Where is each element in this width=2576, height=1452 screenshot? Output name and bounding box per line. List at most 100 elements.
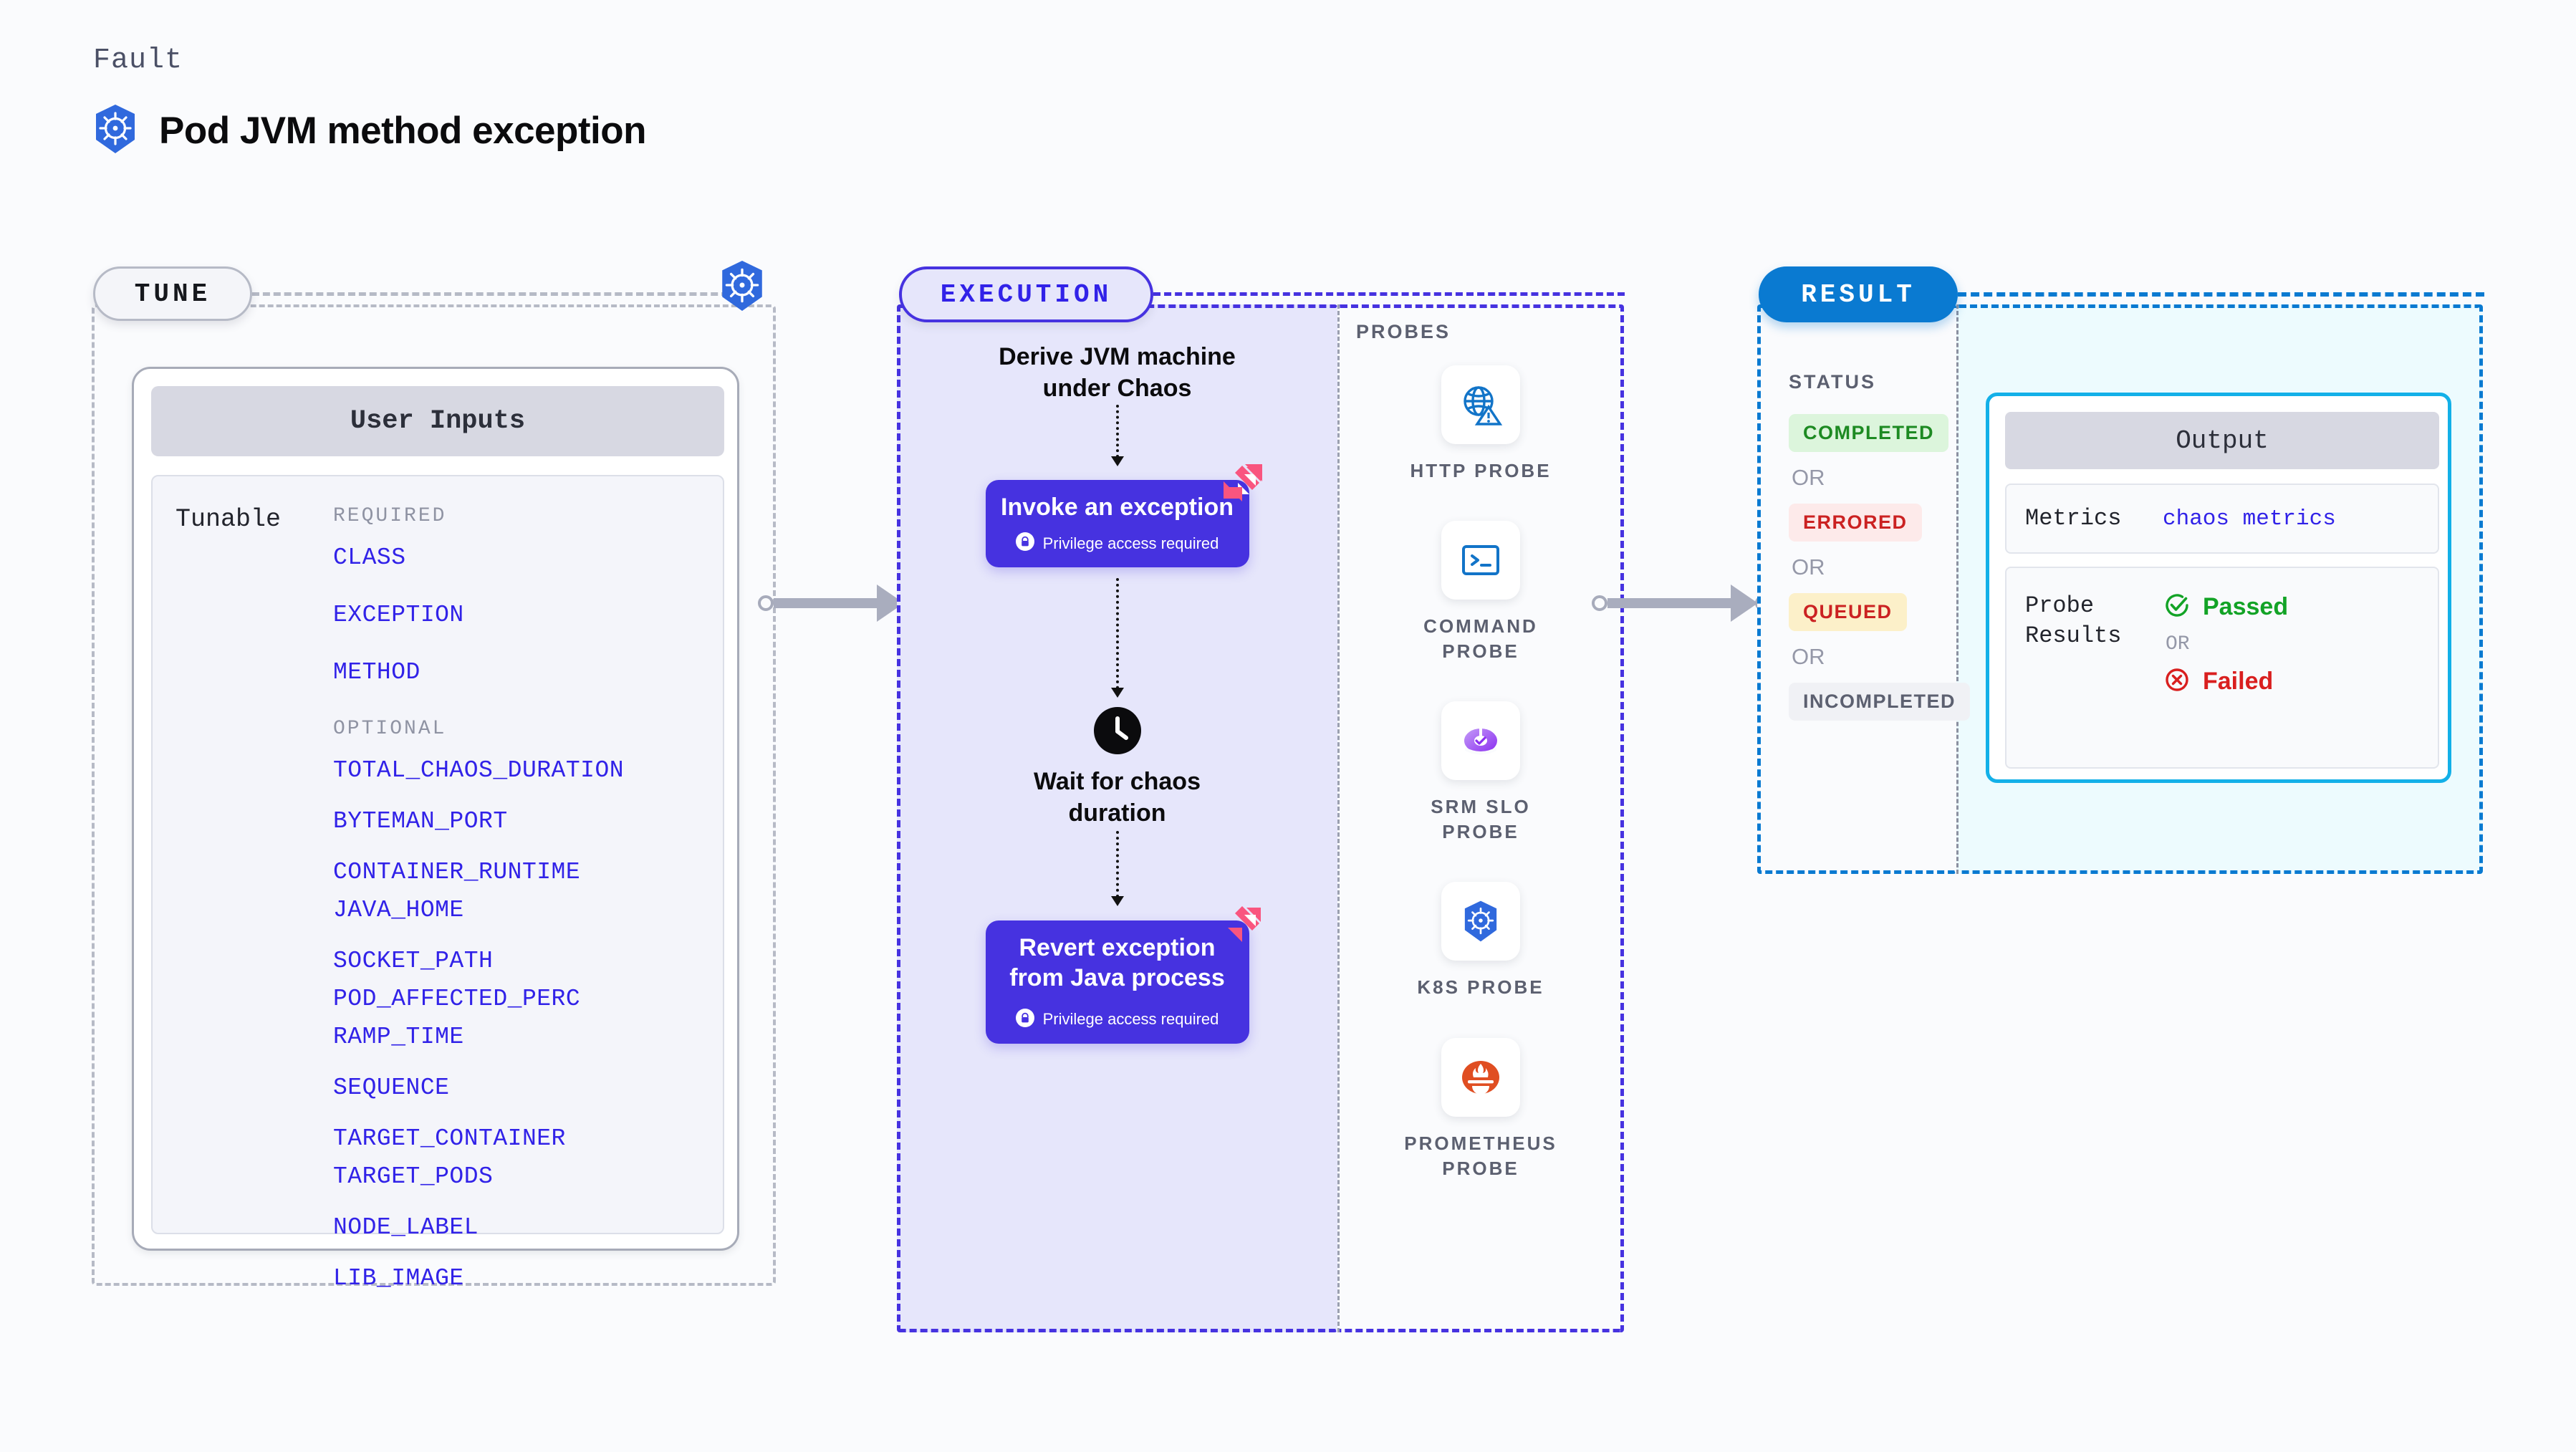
arrowhead-wait-to-revert xyxy=(1110,896,1124,906)
connector-bar xyxy=(1607,598,1732,608)
arrow-wait-to-revert xyxy=(1115,831,1119,898)
execution-pill-label: EXECUTION xyxy=(940,279,1112,309)
param-class[interactable]: CLASS xyxy=(333,544,406,571)
param-ramp-time[interactable]: RAMP_TIME xyxy=(333,1024,464,1050)
user-inputs-card: User Inputs Tunable REQUIRED CLASS EXCEP… xyxy=(132,367,739,1290)
or-separator: OR xyxy=(2166,633,2190,655)
or-separator: OR xyxy=(1792,644,1825,669)
connector-bar xyxy=(774,598,878,608)
step-invoke-exception[interactable]: Invoke an exception Privilege access req… xyxy=(985,464,1262,567)
prometheus-icon xyxy=(1441,1037,1520,1117)
status-list: COMPLETED OR ERRORED OR QUEUED OR INCOMP… xyxy=(1789,414,1971,721)
tune-pill[interactable]: TUNE xyxy=(93,266,252,321)
fault-label: Fault xyxy=(93,44,183,77)
status-badge-errored: ERRORED xyxy=(1789,504,1922,542)
param-java-home[interactable]: JAVA_HOME xyxy=(333,897,464,923)
group-label-optional: OPTIONAL xyxy=(333,718,447,740)
lock-icon xyxy=(1015,532,1034,554)
probe-result-passed: Passed xyxy=(2163,591,2288,623)
result-pill[interactable]: RESULT xyxy=(1759,266,1958,322)
step-invoke-title: Invoke an exception xyxy=(1001,493,1234,521)
probe-result-failed: Failed xyxy=(2163,665,2288,698)
result-dashed-connector xyxy=(1958,292,2484,297)
lock-icon xyxy=(1015,1008,1034,1031)
probe-name: K8S PROBE xyxy=(1417,976,1544,999)
connector-dot-start xyxy=(758,595,774,611)
param-target-container[interactable]: TARGET_CONTAINER xyxy=(333,1125,566,1152)
tune-stage-panel xyxy=(92,304,776,1286)
privilege-row: Privilege access required xyxy=(1015,1008,1219,1031)
privilege-row: Privilege access required xyxy=(1015,532,1219,554)
arrowhead-invoke-to-wait xyxy=(1110,688,1124,698)
metrics-key: Metrics xyxy=(2025,505,2122,532)
kubernetes-icon xyxy=(716,260,768,312)
param-method[interactable]: METHOD xyxy=(333,659,420,686)
check-circle-icon xyxy=(2163,591,2191,623)
param-node-label[interactable]: NODE_LABEL xyxy=(333,1214,479,1241)
kubernetes-icon xyxy=(93,104,138,158)
output-card-header-label: Output xyxy=(2176,425,2269,456)
harness-logo-icon xyxy=(1221,461,1265,506)
probes-label: PROBES xyxy=(1356,321,1451,342)
execution-dashed-connector xyxy=(1153,292,1625,296)
tunable-params-list: REQUIRED CLASS EXCEPTION METHOD OPTIONAL… xyxy=(333,495,713,1290)
step-invoke-note: Privilege access required xyxy=(1042,534,1219,552)
param-pod-affected-perc[interactable]: POD_AFFECTED_PERC xyxy=(333,986,581,1012)
param-lib-image[interactable]: LIB_IMAGE xyxy=(333,1265,464,1292)
status-label: STATUS xyxy=(1789,371,1876,393)
kubernetes-icon xyxy=(1441,882,1520,961)
execution-pill[interactable]: EXECUTION xyxy=(899,266,1153,322)
param-total-chaos-duration[interactable]: TOTAL_CHAOS_DURATION xyxy=(333,757,625,784)
connector-dot-start xyxy=(1592,595,1607,611)
param-exception[interactable]: EXCEPTION xyxy=(333,602,464,628)
page-title: Pod JVM method exception xyxy=(159,110,647,152)
arrowhead-derive-to-invoke xyxy=(1110,456,1124,466)
probes-divider xyxy=(1337,304,1340,1332)
probe-result-passed-label: Passed xyxy=(2203,593,2289,620)
user-inputs-header: User Inputs xyxy=(151,386,724,456)
or-separator: OR xyxy=(1792,465,1825,490)
tune-dashed-connector xyxy=(252,292,739,296)
x-circle-icon xyxy=(2163,665,2191,698)
metrics-value[interactable]: chaos metrics xyxy=(2163,506,2336,532)
step-revert-note: Privilege access required xyxy=(1042,1010,1219,1029)
status-badge-queued: QUEUED xyxy=(1789,593,1907,631)
param-socket-path[interactable]: SOCKET_PATH xyxy=(333,948,494,974)
or-separator: OR xyxy=(1792,554,1825,580)
terminal-icon xyxy=(1441,521,1520,600)
arrow-invoke-to-wait xyxy=(1115,578,1119,689)
tune-pill-label: TUNE xyxy=(134,279,211,309)
page-header: Fault Pod JVM method exception xyxy=(93,44,647,158)
output-card-header: Output xyxy=(2005,412,2439,469)
probe-result-failed-label: Failed xyxy=(2203,668,2274,695)
connector-tune-to-execution xyxy=(758,585,917,622)
param-byteman-port[interactable]: BYTEMAN_PORT xyxy=(333,808,508,835)
arrow-derive-to-invoke xyxy=(1115,405,1119,458)
param-sequence[interactable]: SEQUENCE xyxy=(333,1074,450,1101)
globe-warning-icon xyxy=(1441,365,1520,444)
probe-item-http[interactable]: HTTP PROBE xyxy=(1410,365,1551,484)
param-target-pods[interactable]: TARGET_PODS xyxy=(333,1163,494,1190)
srm-slo-icon xyxy=(1441,701,1520,781)
status-badge-completed: COMPLETED xyxy=(1789,414,1949,452)
probe-name: HTTP PROBE xyxy=(1410,460,1552,481)
probe-results-values: Passed OR Failed xyxy=(2163,591,2288,698)
status-badge-incompleted: INCOMPLETED xyxy=(1789,683,1971,721)
result-pill-label: RESULT xyxy=(1801,279,1916,309)
connector-probes-to-result xyxy=(1592,585,1771,622)
user-inputs-header-label: User Inputs xyxy=(350,406,526,436)
param-container-runtime[interactable]: CONTAINER_RUNTIME xyxy=(333,859,581,885)
execution-stage-panel xyxy=(897,304,1337,1332)
probe-item-k8s[interactable]: K8S PROBE xyxy=(1417,882,1544,1000)
